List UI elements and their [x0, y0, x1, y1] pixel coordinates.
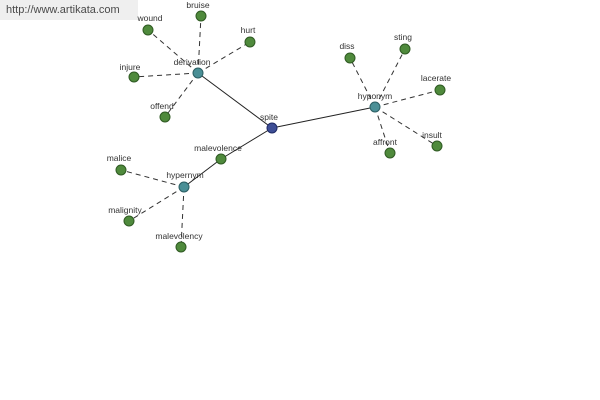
node-offend[interactable]: offend: [150, 101, 174, 123]
node-dot-malignity[interactable]: [123, 215, 135, 227]
node-dot-hypernym[interactable]: [178, 181, 190, 193]
node-dot-injure[interactable]: [128, 71, 140, 83]
node-label-sting[interactable]: sting: [394, 32, 412, 42]
edge-derivation-injure: [133, 72, 199, 78]
node-dot-hyponym[interactable]: [369, 101, 381, 113]
node-dot-lacerate[interactable]: [434, 84, 446, 96]
source-url-watermark[interactable]: http://www.artikata.com: [0, 0, 138, 20]
node-label-malevolence[interactable]: malevolence: [194, 143, 242, 153]
node-malevolence[interactable]: malevolence: [194, 143, 242, 165]
node-label-wound[interactable]: wound: [136, 13, 162, 23]
node-hyponym[interactable]: hyponym: [358, 91, 393, 113]
node-lacerate[interactable]: lacerate: [421, 73, 452, 96]
node-dot-offend[interactable]: [159, 111, 171, 123]
node-dot-wound[interactable]: [142, 24, 154, 36]
node-sting[interactable]: sting: [394, 32, 412, 55]
edge-malevolence-hypernym: [183, 158, 222, 188]
edge-hypernym-malice: [120, 169, 185, 188]
node-label-injure[interactable]: injure: [120, 62, 141, 72]
edge-derivation-bruise: [197, 15, 202, 74]
node-wound[interactable]: wound: [136, 13, 163, 36]
node-label-hyponym[interactable]: hyponym: [358, 91, 393, 101]
node-injure[interactable]: injure: [120, 62, 141, 83]
edge-spite-derivation: [197, 72, 273, 129]
node-malice[interactable]: malice: [107, 153, 132, 176]
edge-hyponym-sting: [374, 48, 406, 108]
node-dot-diss[interactable]: [344, 52, 356, 64]
edge-hyponym-insult: [374, 106, 438, 147]
node-hurt[interactable]: hurt: [241, 25, 256, 48]
node-malignity[interactable]: malignity: [108, 205, 143, 227]
node-affront[interactable]: affront: [373, 137, 398, 159]
node-diss[interactable]: diss: [339, 41, 356, 64]
node-dot-malevolence[interactable]: [215, 153, 227, 165]
node-label-affront[interactable]: affront: [373, 137, 398, 147]
node-label-hypernym[interactable]: hypernym: [166, 170, 203, 180]
node-dot-affront[interactable]: [384, 147, 396, 159]
edge-derivation-wound: [147, 29, 199, 74]
node-dot-sting[interactable]: [399, 43, 411, 55]
node-dot-malice[interactable]: [115, 164, 127, 176]
node-bruise[interactable]: bruise: [186, 0, 210, 22]
node-malevolency[interactable]: malevolency: [155, 231, 203, 253]
node-label-spite[interactable]: spite: [260, 112, 278, 122]
edge-hypernym-malignity: [128, 186, 185, 222]
edge-hyponym-affront: [374, 106, 391, 154]
node-dot-bruise[interactable]: [195, 10, 207, 22]
node-label-malice[interactable]: malice: [107, 153, 132, 163]
edge-hyponym-diss: [349, 57, 376, 108]
node-label-malignity[interactable]: malignity: [108, 205, 142, 215]
edge-derivation-offend: [164, 72, 199, 118]
edge-spite-hyponym: [271, 106, 376, 129]
node-label-bruise[interactable]: bruise: [186, 0, 209, 10]
node-dot-insult[interactable]: [431, 140, 443, 152]
node-dot-spite[interactable]: [266, 122, 278, 134]
node-label-hurt[interactable]: hurt: [241, 25, 256, 35]
graph-edges: [120, 15, 441, 248]
edge-spite-malevolence: [220, 127, 273, 160]
edge-hypernym-malevolency: [180, 186, 185, 248]
graph-nodes: spite derivation hyponym hypernym wound: [107, 0, 452, 253]
edge-derivation-hurt: [197, 41, 251, 74]
node-label-insult[interactable]: insult: [422, 130, 442, 140]
node-dot-malevolency[interactable]: [175, 241, 187, 253]
node-dot-derivation[interactable]: [192, 67, 204, 79]
node-dot-hurt[interactable]: [244, 36, 256, 48]
node-derivation[interactable]: derivation: [174, 57, 211, 79]
node-label-diss[interactable]: diss: [339, 41, 354, 51]
node-hypernym[interactable]: hypernym: [166, 170, 204, 193]
node-label-offend[interactable]: offend: [150, 101, 174, 111]
node-spite[interactable]: spite: [260, 112, 278, 134]
edge-hyponym-lacerate: [374, 89, 441, 108]
node-insult[interactable]: insult: [422, 130, 443, 152]
node-label-lacerate[interactable]: lacerate: [421, 73, 452, 83]
node-label-malevolency[interactable]: malevolency: [155, 231, 203, 241]
node-label-derivation[interactable]: derivation: [174, 57, 211, 67]
